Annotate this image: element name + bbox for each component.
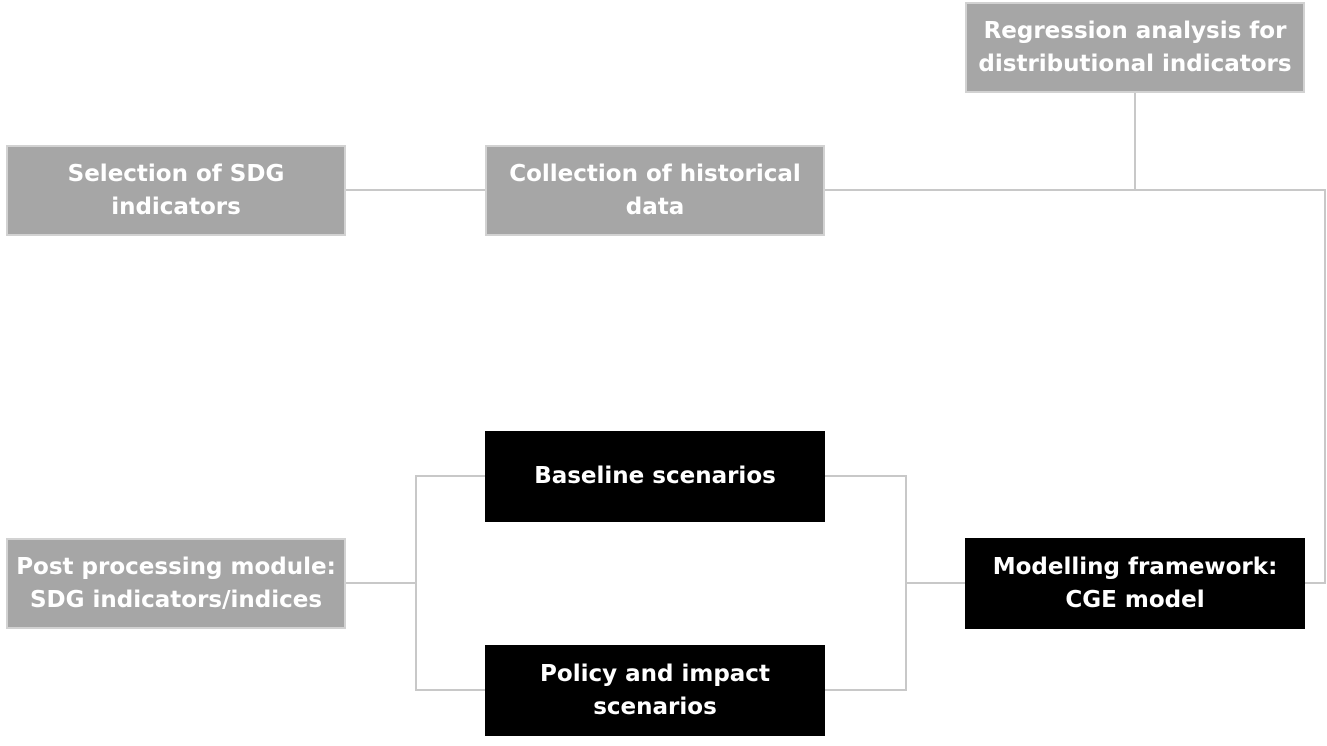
- post-processing-module-line1: Post processing module:: [16, 553, 336, 580]
- baseline-scenarios-box: Baseline scenarios: [485, 431, 825, 522]
- modelling-framework-line1: Modelling framework:: [992, 553, 1278, 580]
- post-processing-module-line2: SDG indicators/indices: [29, 586, 323, 613]
- collection-historical-data-line2: data: [625, 193, 685, 220]
- connector-scenarios-left-bracket: [415, 475, 486, 691]
- regression-analysis-line1: Regression analysis for: [983, 17, 1287, 44]
- collection-historical-data-box: Collection of historical data: [485, 145, 825, 236]
- modelling-framework-box: Modelling framework: CGE model: [965, 538, 1305, 629]
- connector-scenarios-right-bracket: [825, 475, 907, 691]
- post-processing-module-box: Post processing module: SDG indicators/i…: [6, 538, 346, 629]
- selection-sdg-indicators-box: Selection of SDG indicators: [6, 145, 346, 236]
- selection-sdg-indicators-line1: Selection of SDG: [67, 160, 285, 187]
- policy-impact-scenarios-line1: Policy and impact: [540, 660, 770, 687]
- regression-analysis-box: Regression analysis for distributional i…: [965, 2, 1305, 93]
- selection-sdg-indicators-line2: indicators: [111, 193, 241, 220]
- policy-impact-scenarios-line2: scenarios: [593, 693, 717, 720]
- collection-historical-data-line1: Collection of historical: [509, 160, 801, 187]
- connector-collection-modelling: [825, 189, 1326, 584]
- regression-analysis-line2: distributional indicators: [978, 50, 1292, 77]
- policy-impact-scenarios-box: Policy and impact scenarios: [485, 645, 825, 736]
- modelling-framework-line2: CGE model: [1065, 586, 1205, 613]
- baseline-scenarios-label: Baseline scenarios: [534, 463, 776, 489]
